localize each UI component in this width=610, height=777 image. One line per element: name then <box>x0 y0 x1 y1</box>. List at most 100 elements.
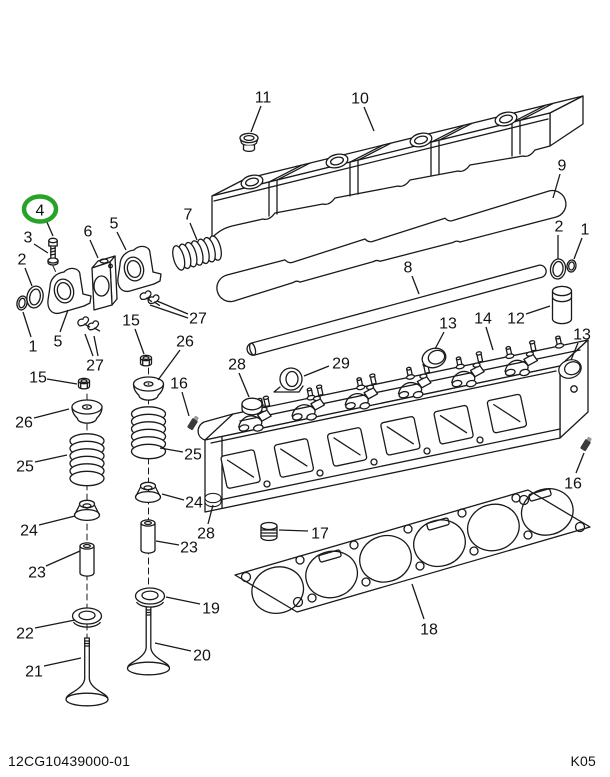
callout-2[interactable]: 2 <box>18 252 33 287</box>
callout-leader-line <box>24 267 33 287</box>
callout-7[interactable]: 7 <box>184 207 198 241</box>
callout-15[interactable]: 15 <box>29 370 78 387</box>
callout-number: 26 <box>176 334 194 351</box>
callout-number: 15 <box>29 370 47 387</box>
callout-number: 6 <box>84 224 93 241</box>
part-15-nut-left <box>77 377 91 390</box>
callout-13[interactable]: 13 <box>570 327 591 361</box>
part-24-rotator-right <box>134 481 162 504</box>
callout-6[interactable]: 6 <box>84 224 99 259</box>
callout-2[interactable]: 2 <box>555 219 564 260</box>
callout-number: 1 <box>29 339 38 356</box>
callout-23[interactable]: 23 <box>28 550 81 582</box>
callout-number: 23 <box>28 565 46 582</box>
callout-25[interactable]: 25 <box>159 447 202 464</box>
part-7-spring <box>172 235 222 271</box>
part-25-spring-right <box>130 406 167 460</box>
callout-5[interactable]: 5 <box>110 216 127 251</box>
callout-26[interactable]: 26 <box>157 334 194 381</box>
callout-24[interactable]: 24 <box>161 493 203 512</box>
callout-leader-line <box>181 391 190 417</box>
callout-10[interactable]: 10 <box>351 91 375 132</box>
callout-leader-line <box>45 550 81 567</box>
callout-leader-line <box>552 173 561 199</box>
callout-22[interactable]: 22 <box>16 619 76 643</box>
callout-28[interactable]: 28 <box>197 504 215 543</box>
callout-16[interactable]: 16 <box>170 376 190 417</box>
part-14-cylinder-head <box>197 334 589 513</box>
callout-leader-line <box>159 447 184 453</box>
callout-8[interactable]: 8 <box>404 260 420 295</box>
callout-number: 15 <box>122 313 140 330</box>
callout-leader-line <box>411 275 420 295</box>
callout-18[interactable]: 18 <box>411 583 438 639</box>
highlight-ring <box>21 194 59 224</box>
callout-13[interactable]: 13 <box>434 316 457 350</box>
callout-leader-line <box>303 365 330 377</box>
callout-number: 12 <box>507 311 525 328</box>
callout-21[interactable]: 21 <box>25 657 82 681</box>
part-1-seal-left <box>16 295 28 311</box>
callout-leader-line <box>411 583 425 620</box>
part-20-valve-exhaust <box>126 606 171 676</box>
callout-number: 2 <box>555 219 564 236</box>
callout-26[interactable]: 26 <box>15 408 70 432</box>
part-21-valve-intake <box>65 637 109 707</box>
callout-number: 18 <box>420 622 438 639</box>
part-23-guide-right <box>140 519 156 554</box>
callout-11[interactable]: 11 <box>250 90 271 133</box>
part-23-guide-left <box>79 542 95 577</box>
callout-20[interactable]: 20 <box>154 642 211 665</box>
callout-17[interactable]: 17 <box>278 526 329 543</box>
callout-leader-line <box>93 335 99 357</box>
callout-9[interactable]: 9 <box>552 158 567 199</box>
callout-leader-line <box>525 305 551 315</box>
callout-3[interactable]: 3 <box>24 230 49 254</box>
callout-leader-line <box>363 106 375 132</box>
callout-24[interactable]: 24 <box>20 515 76 540</box>
callout-leader-line <box>570 342 579 361</box>
callout-5[interactable]: 5 <box>54 309 69 351</box>
callout-number: 20 <box>193 648 211 665</box>
part-9-valve-cover-gasket <box>216 189 567 303</box>
part-1-seal-right <box>566 259 577 273</box>
callout-1[interactable]: 1 <box>22 311 38 356</box>
callout-number: 2 <box>18 252 27 269</box>
callout-leader-line <box>45 219 54 237</box>
callout-number: 27 <box>189 311 207 328</box>
callout-29[interactable]: 29 <box>303 356 350 377</box>
callout-12[interactable]: 12 <box>507 305 551 328</box>
callout-number: 27 <box>86 358 104 375</box>
callout-19[interactable]: 19 <box>165 596 220 618</box>
part-26-retainer-left <box>71 399 103 424</box>
callout-28[interactable]: 28 <box>228 357 250 398</box>
callout-27[interactable]: 27 <box>84 333 104 375</box>
callout-27[interactable]: 27 <box>149 300 207 328</box>
part-2-oring-right <box>549 258 567 280</box>
part-3-washer <box>47 257 59 266</box>
part-12-dowel <box>551 285 573 325</box>
part-18-head-gasket <box>234 488 591 614</box>
callout-16[interactable]: 16 <box>564 452 585 493</box>
callout-4[interactable]: 4 <box>21 194 59 237</box>
callout-1[interactable]: 1 <box>573 222 590 260</box>
callout-number: 13 <box>439 316 457 333</box>
callout-number: 21 <box>25 664 43 681</box>
callout-leader-line <box>22 311 32 338</box>
part-6-block <box>91 255 118 311</box>
callout-number: 3 <box>24 230 33 247</box>
callout-number: 9 <box>558 158 567 175</box>
callout-leader-line <box>33 243 49 254</box>
callout-23[interactable]: 23 <box>155 540 198 557</box>
callout-number: 13 <box>573 327 591 344</box>
callout-number: 1 <box>581 222 590 239</box>
callout-14[interactable]: 14 <box>474 311 494 351</box>
callout-leader-line <box>573 237 583 260</box>
callout-leader-line <box>43 657 82 667</box>
callout-leader-line <box>485 326 494 351</box>
callout-25[interactable]: 25 <box>16 454 68 476</box>
callout-leader-line <box>34 619 76 629</box>
callout-15[interactable]: 15 <box>122 313 145 355</box>
callout-number: 14 <box>474 311 492 328</box>
callout-leader-line <box>59 309 69 333</box>
